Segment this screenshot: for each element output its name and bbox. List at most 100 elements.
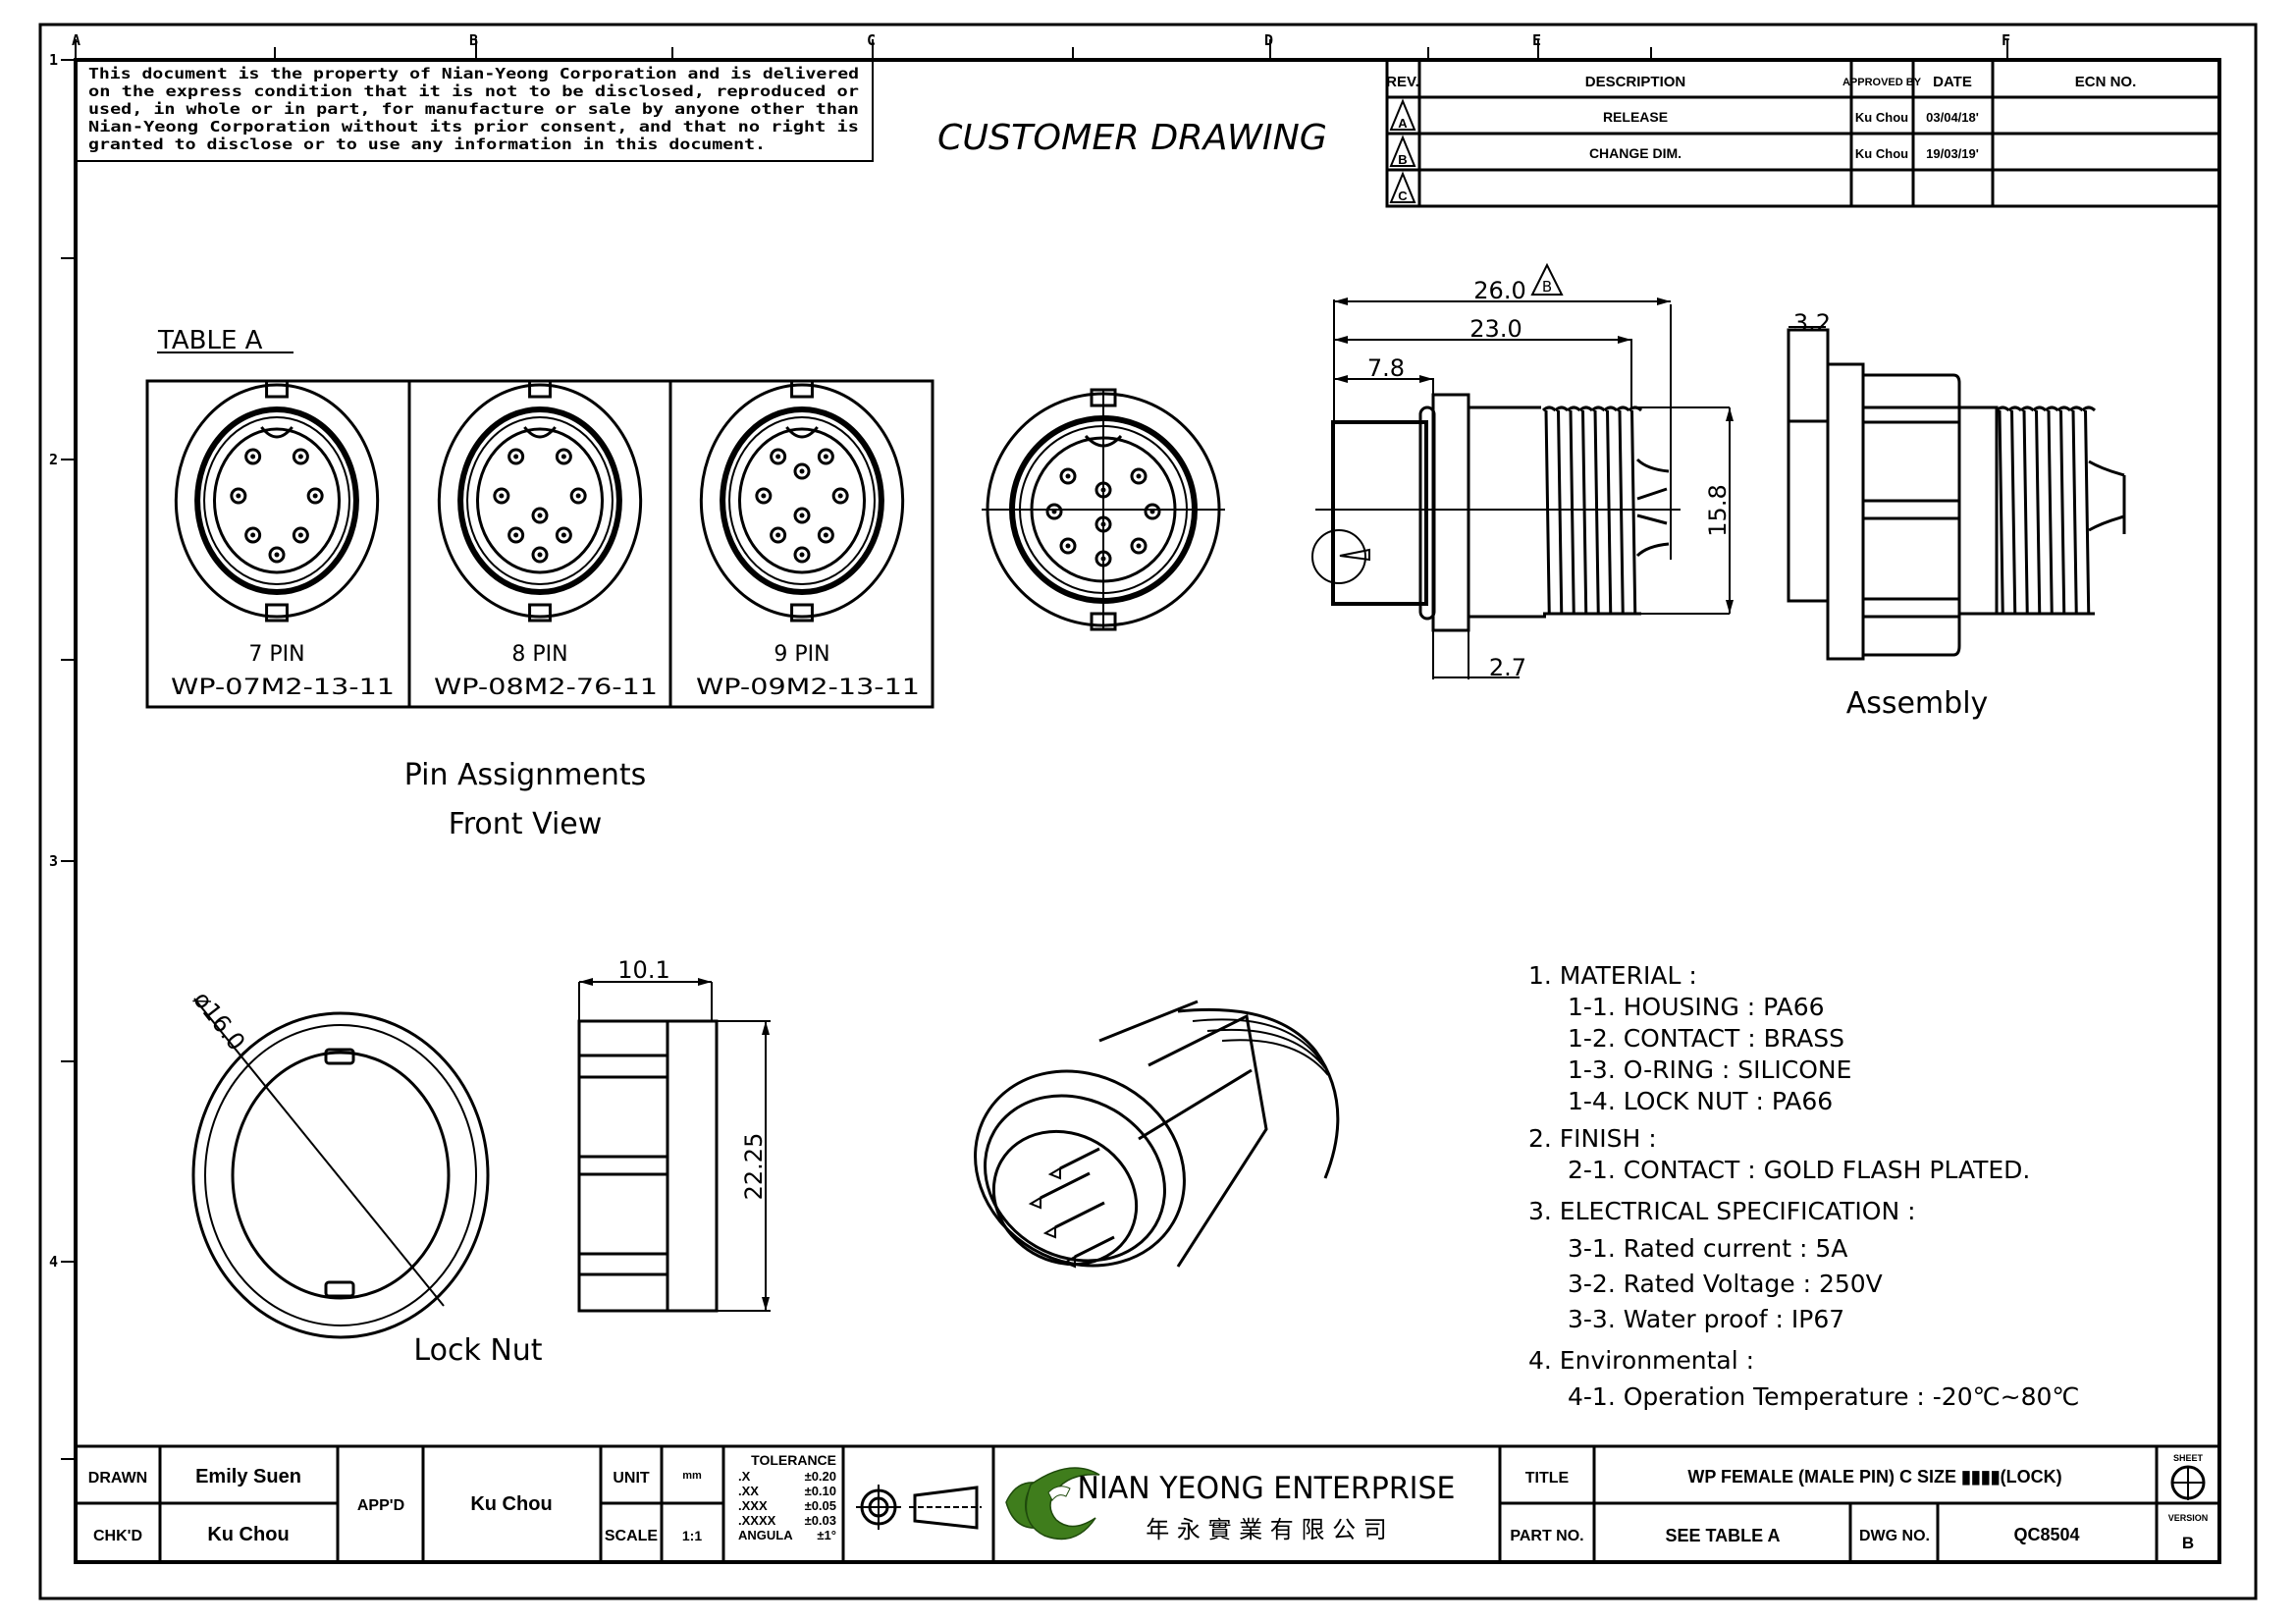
contact-pin [507,526,525,544]
version-label: VERSION [2168,1513,2209,1523]
revision-triangle-icon [1389,135,1416,167]
seal-ring [457,406,622,595]
drawing-heading: CUSTOMER DRAWING [937,118,1327,158]
outer-ring [174,383,380,619]
contact-pin [793,462,811,480]
contact-pin [292,448,309,465]
contact-pin [793,546,811,564]
row-ruler: 1 2 3 4 [49,51,76,1460]
contact-pin [555,448,572,465]
drawing-number-value: QC8504 [2013,1525,2079,1544]
spec-line: 4-1. Operation Temperature : -20℃~80℃ [1568,1382,2080,1411]
part-number-8: WP-08M2-76-11 [434,676,658,700]
spec-line: 1-2. CONTACT : BRASS [1568,1024,1844,1053]
contact-pin [1045,503,1063,520]
rev-letter: B [1398,152,1407,167]
contact-pin-center [799,513,805,518]
seal-ring [194,406,359,595]
contact-pin-center [561,454,566,460]
key-notch-top [790,379,814,399]
contact-pin [770,526,787,544]
revision-row: B CHANGE DIM. Ku Chou 19/03/19' [1389,135,1979,167]
row-label-4: 4 [49,1253,58,1271]
unit-value: mm [682,1470,702,1482]
table-a-title: TABLE A [157,326,263,355]
thread-ridge [2056,406,2072,615]
inner-ring [203,416,350,585]
rev-header: REV. [1386,74,1419,90]
tolerance-value: ±0.03 [805,1513,836,1528]
approved-label: APP'D [357,1497,404,1514]
thread-ridge [1590,406,1606,615]
spec-line: 4. Environmental : [1528,1346,1754,1375]
pin-face-9 [699,379,905,622]
dim-front-length: 7.8 [1367,354,1405,382]
dim-lock-nut-diameter: ø16.0 [187,986,250,1055]
contact-pin [1059,537,1077,555]
description-header: DESCRIPTION [1585,74,1686,90]
dim-lock-nut-width: 10.1 [617,956,669,984]
contact-pin-center [250,532,256,538]
spec-line: 3-2. Rated Voltage : 250V [1568,1270,1883,1298]
unit-label: UNIT [613,1470,650,1487]
column-label-b: B [469,31,478,49]
tolerance-value: ±1° [817,1528,836,1542]
column-label-d: D [1264,31,1273,49]
title-block: DRAWN Emily Suen CHK'D Ku Chou APP'D Ku … [74,1444,2221,1564]
spec-line: 3. ELECTRICAL SPECIFICATION : [1528,1197,1916,1225]
part-number-label: PART NO. [1510,1528,1583,1544]
dim-overall-length: 26.0 [1473,277,1525,304]
dim-flange-thickness: 2.7 [1489,654,1526,681]
contact-pin-center [1136,543,1142,549]
thread-ridge [1566,406,1581,615]
contact-pin-center [561,532,566,538]
contact-pin [755,487,773,505]
tolerance-value: ±0.10 [805,1484,836,1498]
tolerance-key: .XXXX [738,1513,776,1528]
contact-pin-center [799,552,805,558]
contact-pin-center [250,454,256,460]
polarization-key [785,426,819,439]
isometric-view [974,1000,1340,1269]
row-label-2: 2 [49,451,58,468]
thread-ridge [1995,406,2010,615]
key-notch-bottom [265,603,289,622]
drawn-label: DRAWN [88,1470,147,1487]
contact-pin [817,448,834,465]
pin-count-7: 7 PIN [248,642,304,667]
inner-frame [74,58,2221,1564]
dim-thread-diameter: 15.8 [1704,484,1732,536]
notice-line: This document is the property of Nian-Ye… [88,65,859,82]
polarization-key [260,426,294,439]
notice-line: granted to disclose or to use any inform… [88,135,766,153]
contact-pin-center [1136,473,1142,479]
thread-ridge [2019,406,2035,615]
contact-pin [1130,537,1148,555]
column-ruler: A B C D E F [72,31,2010,60]
pin-face-8 [437,379,643,622]
rev-approved-by: Ku Chou [1855,110,1908,125]
date-header: DATE [1933,74,1972,90]
thread-ridge [2032,406,2048,615]
contact-pin-center [499,493,505,499]
tolerance-key: ANGULA [738,1528,793,1542]
title-label: TITLE [1525,1470,1570,1487]
company-name-en: NIAN YEONG ENTERPRISE [1078,1471,1456,1506]
assembly-drawing: 3.2 Assembly [1787,309,2126,721]
side-view-drawing: 26.0 B 23.0 7.8 2.7 15.8 [1311,262,1734,681]
rev-date: 03/04/18' [1926,110,1979,125]
pin-count-9: 9 PIN [774,642,829,667]
spec-line: 3-3. Water proof : IP67 [1568,1305,1844,1333]
contact-pin [1059,467,1077,485]
contact-pin-center [775,532,781,538]
part-number-9: WP-09M2-13-11 [696,676,920,700]
contact-pin-center [312,493,318,499]
revision-row: C [1389,171,1416,203]
polarization-key [523,426,557,439]
revision-table: REV. DESCRIPTION APPROVED BY DATE ECN NO… [1385,58,2221,208]
tolerance-title: TOLERANCE [751,1452,836,1468]
contact-pin-center [823,532,828,538]
contact-pin [268,546,286,564]
tolerance-key: .X [738,1469,751,1484]
